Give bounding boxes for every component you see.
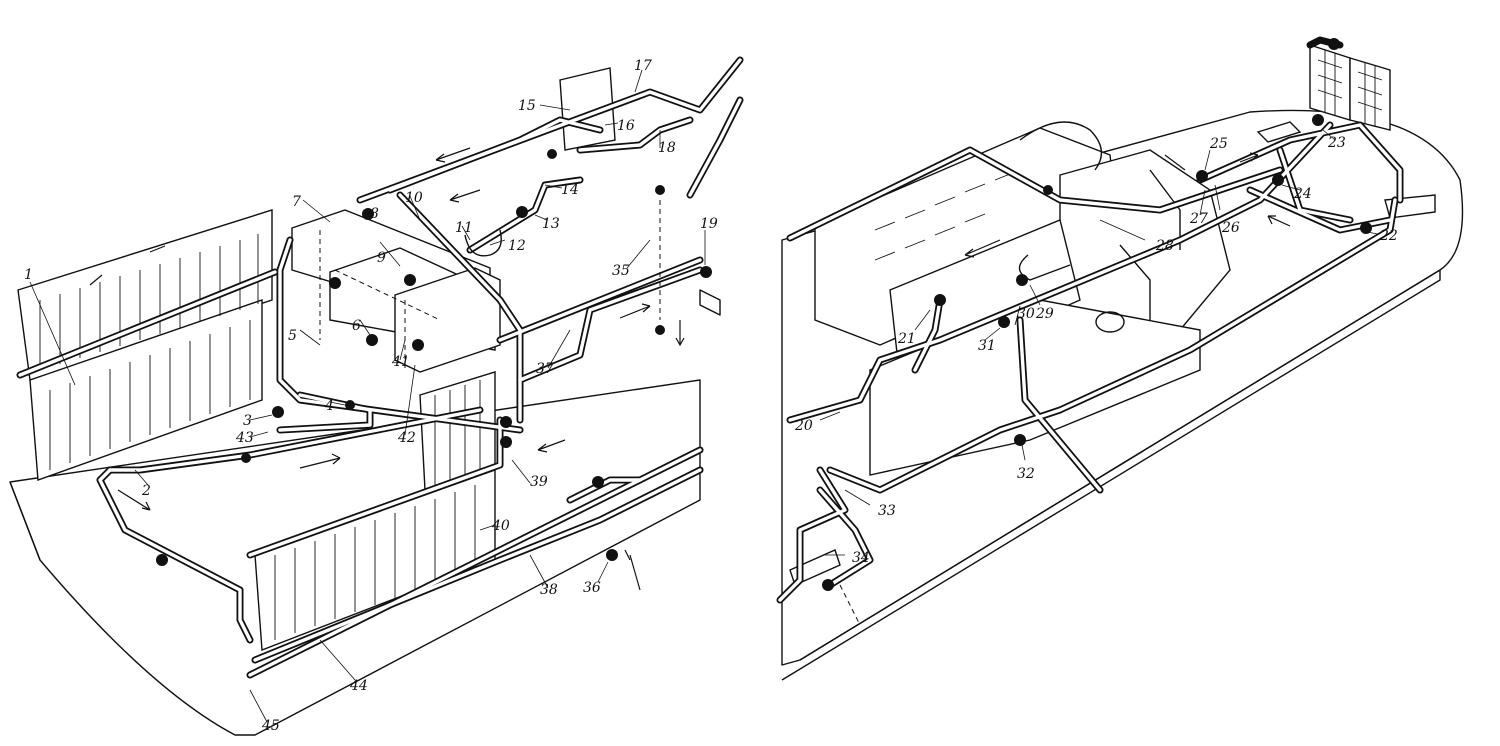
valve-icon: [934, 294, 946, 306]
callout-label: 13: [542, 216, 560, 232]
valve-icon: [822, 579, 834, 591]
callout-label: 26: [1221, 220, 1240, 236]
callout-label: 7: [292, 194, 301, 210]
callout-label: 23: [1327, 135, 1346, 151]
callout-label: 11: [455, 220, 473, 236]
callout-label: 8: [370, 206, 379, 222]
flow-arrows-right: [964, 152, 1291, 258]
cab-heater-core: [1256, 44, 1436, 219]
callout-label: 1: [24, 267, 33, 283]
callout-label: 19: [700, 216, 718, 232]
callout-label: 27: [1189, 211, 1208, 227]
valve-icon: [404, 274, 416, 286]
valve-icon: [362, 208, 374, 220]
right-panel: 20 21 22 23 24 25 26 27 28 29 30 31 32 3…: [776, 36, 1464, 681]
callout-label: 37: [536, 361, 554, 377]
valves-left: [156, 149, 712, 566]
leader-lines-right: [819, 129, 1379, 556]
valve-icon: [1312, 114, 1324, 126]
callout-label: 34: [852, 550, 870, 566]
callout-label: 43: [235, 430, 254, 446]
valve-icon: [1196, 170, 1208, 182]
callout-label: 35: [612, 263, 630, 279]
callouts-left: 1 2 3 4 5 6 7 8 9 10 11 12 13 14 15 16 1…: [24, 58, 718, 734]
callout-label: 17: [634, 58, 652, 74]
pipes-right: [776, 36, 1404, 626]
callout-label: 10: [405, 190, 423, 206]
flow-arrows-left: [89, 147, 685, 591]
valve-icon: [700, 266, 712, 278]
floor-slab-left: [9, 379, 701, 736]
callout-label: 28: [1155, 238, 1174, 254]
callout-label: 24: [1293, 186, 1312, 202]
valve-icon: [345, 400, 355, 410]
callout-label: 40: [491, 518, 510, 534]
valve-icon: [547, 149, 557, 159]
callout-label: 18: [658, 140, 676, 156]
valve-icon: [156, 554, 168, 566]
callout-label: 16: [617, 118, 635, 134]
pipes-left: [16, 56, 744, 679]
callout-label: 2: [141, 483, 151, 499]
valve-icon: [1328, 38, 1340, 50]
heater-unit: [291, 209, 501, 373]
valve-icon: [592, 476, 604, 488]
callout-label: 25: [1209, 136, 1228, 152]
valve-icon: [412, 339, 424, 351]
valve-icon: [366, 334, 378, 346]
callout-label: 42: [397, 430, 416, 446]
valve-icon: [500, 436, 512, 448]
callout-label: 22: [1379, 228, 1398, 244]
valves-right: [822, 38, 1372, 591]
floor-slab-edge: [9, 481, 41, 561]
callout-label: 31: [978, 338, 996, 354]
valve-icon: [500, 416, 512, 428]
callout-label: 9: [377, 250, 386, 266]
floor-slab-right: [781, 109, 1464, 666]
valve-icon: [1360, 222, 1372, 234]
callout-label: 32: [1017, 466, 1035, 482]
callouts-right: 20 21 22 23 24 25 26 27 28 29 30 31 32 3…: [794, 135, 1398, 566]
valve-icon: [1272, 174, 1284, 186]
callout-label: 4: [324, 398, 334, 414]
left-panel: 1 2 3 4 5 6 7 8 9 10 11 12 13 14 15 16 1…: [9, 56, 744, 736]
valve-icon: [1016, 274, 1028, 286]
callout-label: 3: [243, 413, 252, 429]
callout-label: 20: [794, 418, 813, 434]
valve-icon: [241, 453, 251, 463]
callout-label: 33: [878, 503, 896, 519]
callout-label: 5: [288, 328, 297, 344]
valve-icon: [655, 185, 665, 195]
valve-icon: [1043, 185, 1053, 195]
callout-label: 36: [583, 580, 601, 596]
callout-label: 14: [561, 182, 579, 198]
callout-label: 29: [1035, 306, 1054, 322]
valve-icon: [655, 325, 665, 335]
valve-icon: [329, 277, 341, 289]
callout-label: 44: [349, 678, 368, 694]
valve-icon: [516, 206, 528, 218]
leader-lines-left: [29, 69, 706, 723]
callout-label: 39: [530, 474, 548, 490]
wall-radiator-left: [17, 209, 273, 481]
callout-label: 38: [540, 582, 558, 598]
callout-label: 45: [261, 718, 280, 734]
callout-label: 21: [897, 331, 916, 347]
callout-label: 6: [352, 318, 361, 334]
valve-icon: [998, 316, 1010, 328]
valve-icon: [272, 406, 284, 418]
callout-label: 41: [391, 354, 410, 370]
valve-icon: [606, 549, 618, 561]
callout-label: 30: [1017, 306, 1035, 322]
callout-label: 15: [518, 98, 536, 114]
valve-icon: [1014, 434, 1026, 446]
callout-label: 12: [508, 238, 526, 254]
